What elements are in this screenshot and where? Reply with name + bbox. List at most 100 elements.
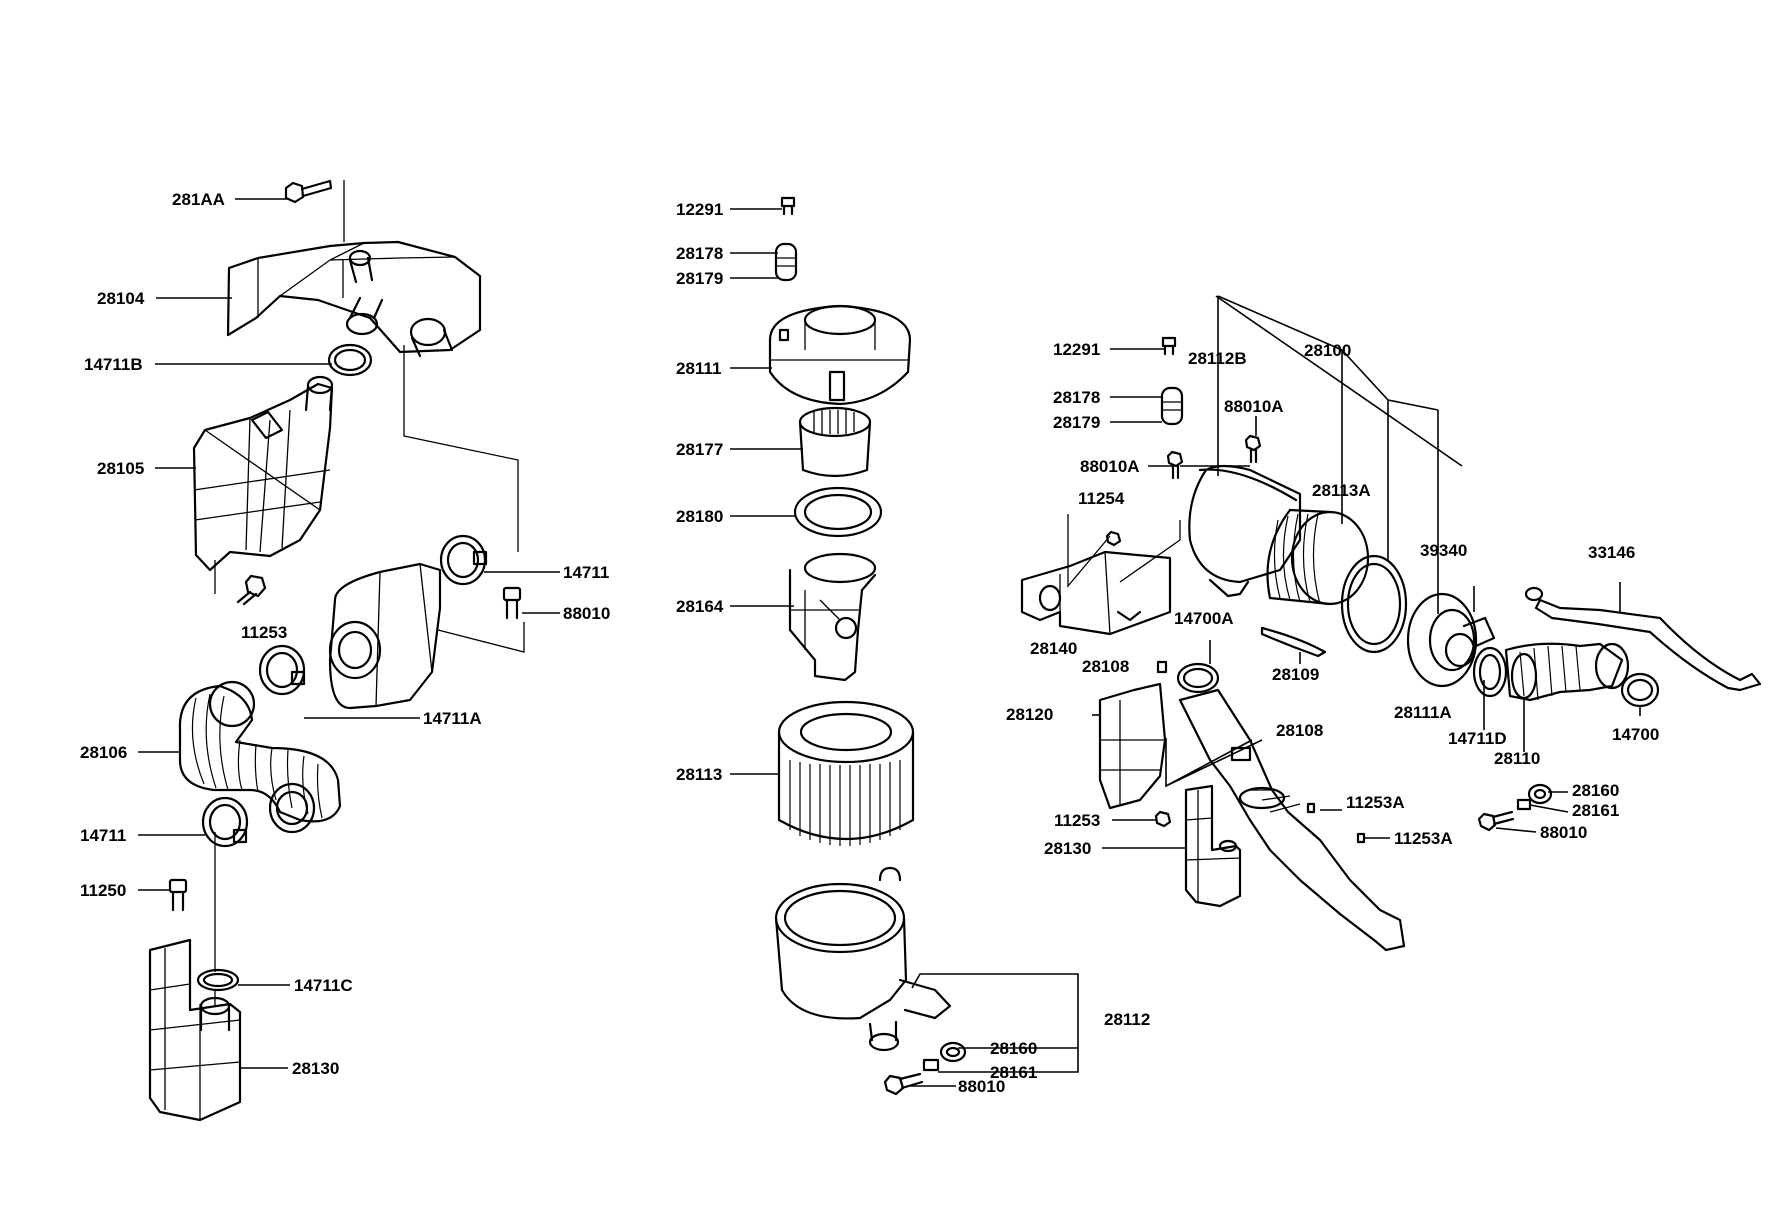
- seal-ring-28100: [1340, 554, 1408, 654]
- tank-28130-right: [1184, 784, 1242, 908]
- label-11253A-upper: 11253A: [1346, 793, 1405, 812]
- screw-12291-right: [1161, 336, 1177, 356]
- label-28160-right: 28160: [1572, 781, 1619, 800]
- label-14700: 14700: [1612, 725, 1659, 744]
- valve-28160-middle: [939, 1041, 967, 1063]
- label-28105: 28105: [97, 459, 144, 478]
- element-28177: [798, 406, 872, 478]
- label-28104: 28104: [97, 289, 145, 308]
- bellows-hose-28106: [178, 680, 342, 834]
- duct-outlet-large: [409, 317, 454, 358]
- filter-element-28113A: [1266, 508, 1370, 606]
- clamp-14711-lower: [201, 796, 249, 848]
- label-28113: 28113: [676, 765, 722, 784]
- duct-outlet-small: [345, 296, 384, 336]
- label-28112B: 28112B: [1188, 349, 1247, 368]
- label-28111A: 28111A: [1394, 703, 1452, 722]
- label-28178-middle: 28178: [676, 244, 723, 263]
- label-12291-right: 12291: [1053, 340, 1100, 359]
- label-28109: 28109: [1272, 665, 1319, 684]
- part-number-labels: 281AA 28104 14711B 28105 14711 88010 112…: [80, 190, 1659, 1096]
- label-28130-left: 28130: [292, 1059, 339, 1078]
- screw-11254: [1105, 530, 1122, 547]
- label-14700A: 14700A: [1174, 609, 1234, 628]
- cap-28111A: [1406, 592, 1496, 688]
- leader-lines: [138, 180, 1641, 1087]
- label-39340: 39340: [1420, 541, 1467, 560]
- valve-assembly-28164: [788, 552, 877, 682]
- label-11253-left: 11253: [241, 623, 287, 642]
- gasket-28180: [793, 486, 883, 538]
- label-28110: 28110: [1494, 749, 1540, 768]
- label-28111: 28111: [676, 359, 721, 378]
- clamp-14711D: [1472, 646, 1508, 698]
- label-88010-middle: 88010: [958, 1077, 1005, 1096]
- label-33146: 33146: [1588, 543, 1635, 562]
- clamp-14700: [1620, 672, 1660, 708]
- screw-28108-upper: [1156, 660, 1168, 674]
- clamp-14711-upper: [439, 534, 488, 586]
- housing-bowl-28112: [774, 866, 952, 1052]
- label-28179-right: 28179: [1053, 413, 1100, 432]
- label-14711-lower: 14711: [80, 826, 126, 845]
- valve-28160-right: [1527, 783, 1553, 805]
- bolt-88010-middle: [883, 1072, 924, 1096]
- screw-12291-middle: [780, 196, 796, 216]
- label-11253-right: 11253: [1054, 811, 1100, 830]
- label-28179-middle: 28179: [676, 269, 723, 288]
- label-88010A-lower: 88010A: [1080, 457, 1140, 476]
- upper-air-duct-28104: [226, 240, 482, 354]
- label-28106: 28106: [80, 743, 127, 762]
- label-14711D: 14711D: [1448, 729, 1507, 748]
- clamp-14711C: [196, 968, 240, 992]
- label-28108-lower: 28108: [1276, 721, 1323, 740]
- screw-88010A-upper: [1244, 434, 1262, 464]
- label-11254: 11254: [1078, 489, 1125, 508]
- label-28140: 28140: [1030, 639, 1077, 658]
- clamp-14711B: [327, 343, 373, 377]
- label-281AA: 281AA: [172, 190, 225, 209]
- bellows-hose-28110: [1504, 642, 1630, 702]
- clamp-14711A: [258, 644, 306, 696]
- label-12291-middle: 12291: [676, 200, 723, 219]
- label-14711-upper: 14711: [563, 563, 609, 582]
- cover-28120: [1098, 682, 1167, 810]
- label-28120: 28120: [1006, 705, 1053, 724]
- label-28160-middle: 28160: [990, 1039, 1037, 1058]
- label-14711A: 14711A: [423, 709, 482, 728]
- bracket-28140: [1020, 550, 1172, 636]
- screw-11253A-lower: [1356, 832, 1366, 844]
- label-28100: 28100: [1304, 341, 1351, 360]
- label-14711C: 14711C: [294, 976, 353, 995]
- label-28130-right: 28130: [1044, 839, 1091, 858]
- label-28113A: 28113A: [1312, 481, 1371, 500]
- label-88010-left: 88010: [563, 604, 610, 623]
- label-14711B: 14711B: [84, 355, 143, 374]
- label-11250: 11250: [80, 881, 126, 900]
- bolt-88010-right: [1477, 810, 1515, 832]
- label-28161-middle: 28161: [990, 1063, 1037, 1082]
- label-88010-right: 88010: [1540, 823, 1587, 842]
- bolt-281AA: [284, 179, 333, 204]
- valve-28178-right: [1160, 386, 1184, 426]
- cover-28111: [768, 304, 912, 406]
- housing-28112B: [1188, 464, 1302, 598]
- resonator-28105: [192, 375, 334, 572]
- resonator-tank-28130-left: [148, 938, 242, 1122]
- strap-28109: [1260, 626, 1327, 658]
- screw-11253-right: [1154, 810, 1172, 828]
- label-28177: 28177: [676, 440, 723, 459]
- label-88010A-upper: 88010A: [1224, 397, 1284, 416]
- label-28180: 28180: [676, 507, 723, 526]
- screw-11253A-upper: [1306, 802, 1316, 814]
- screw-11250: [168, 878, 188, 912]
- label-28112: 28112: [1104, 1010, 1150, 1029]
- valve-28178-middle: [774, 242, 798, 282]
- label-28164: 28164: [676, 597, 724, 616]
- label-28161-right: 28161: [1572, 801, 1619, 820]
- screw-11253-left: [236, 574, 267, 606]
- filter-element-28113: [777, 700, 915, 846]
- hose-33146: [1524, 586, 1762, 692]
- label-28108-upper: 28108: [1082, 657, 1129, 676]
- filter-housing-left: [328, 562, 442, 710]
